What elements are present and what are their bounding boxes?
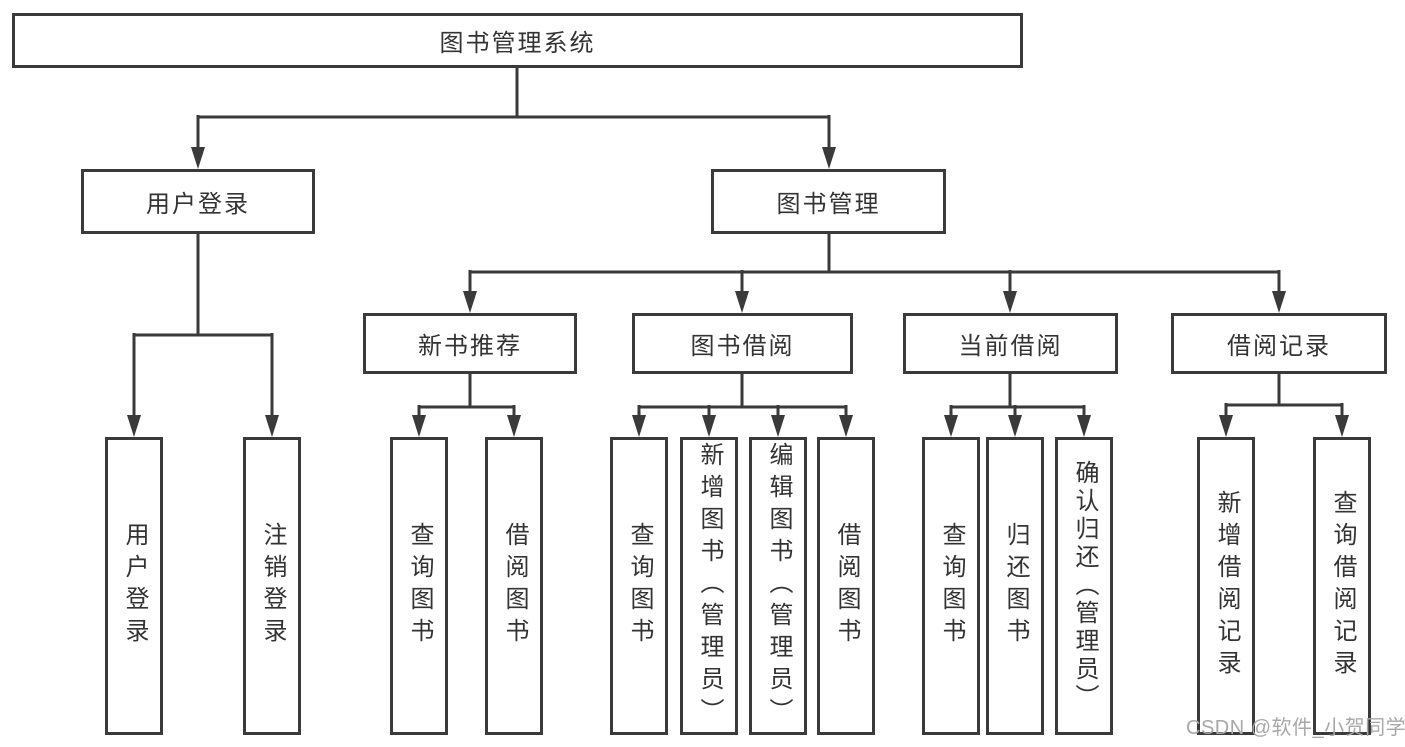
- node-label: 借阅图书: [833, 522, 860, 650]
- node-label: 新增图书（管理员）: [696, 442, 723, 730]
- arrow-icon: [839, 415, 853, 437]
- node-book-management: 图书管理: [711, 169, 946, 234]
- arrow-icon: [127, 415, 141, 437]
- leaf-query-book-borrow: 查询图书: [610, 437, 668, 735]
- leaf-borrow-book-recommend: 借阅图书: [485, 437, 543, 735]
- arrowheads: [127, 147, 1349, 437]
- watermark: CSDN @软件_小贺同学: [1186, 717, 1405, 739]
- node-label: 编辑图书（管理员）: [765, 442, 792, 730]
- node-root-system: 图书管理系统: [12, 13, 1023, 68]
- node-label: 查询图书: [938, 522, 965, 650]
- arrow-icon: [191, 147, 205, 169]
- node-label: 借阅记录: [1227, 333, 1331, 360]
- node-label: 当前借阅: [958, 333, 1063, 360]
- arrow-icon: [1335, 415, 1349, 437]
- leaf-logout: 注销登录: [243, 437, 301, 735]
- node-label: 新书推荐: [418, 333, 522, 360]
- connector-bookborrow-to-leaves: [637, 372, 848, 419]
- connector-newbookrec-to-leaves: [417, 372, 516, 419]
- leaf-edit-book-admin: 编辑图书（管理员）: [749, 437, 807, 735]
- node-current-borrow: 当前借阅: [903, 313, 1118, 374]
- arrow-icon: [944, 415, 958, 437]
- leaf-add-book-admin: 新增图书（管理员）: [680, 437, 738, 735]
- node-label: 新增借阅记录: [1213, 490, 1240, 682]
- arrow-icon: [702, 415, 716, 437]
- node-label: 图书管理: [776, 191, 881, 218]
- leaf-query-book-recommend: 查询图书: [390, 437, 448, 735]
- node-label: 查询图书: [406, 522, 433, 650]
- node-label: 图书管理系统: [439, 30, 596, 57]
- arrow-icon: [1008, 415, 1022, 437]
- connector-bookmgmt-to-level3: [468, 232, 1281, 294]
- leaf-add-borrow-record: 新增借阅记录: [1197, 437, 1255, 735]
- connector-currentborrow-to-leaves: [949, 372, 1086, 419]
- node-label: 图书借阅: [690, 333, 795, 360]
- leaf-return-book: 归还图书: [986, 437, 1044, 735]
- arrow-icon: [822, 147, 836, 169]
- leaf-user-login: 用户登录: [105, 437, 163, 735]
- leaf-borrow-book: 借阅图书: [817, 437, 875, 735]
- connector-borrowrecord-to-leaves: [1224, 372, 1344, 419]
- node-label: 用户登录: [146, 191, 250, 218]
- node-user-login: 用户登录: [81, 169, 315, 234]
- arrow-icon: [1272, 291, 1286, 313]
- arrow-icon: [265, 415, 279, 437]
- arrow-icon: [463, 291, 477, 313]
- arrow-icon: [1003, 291, 1017, 313]
- node-label: 借阅图书: [501, 522, 528, 650]
- node-label: 注销登录: [259, 522, 286, 650]
- node-label: 归还图书: [1002, 522, 1029, 650]
- arrow-icon: [735, 291, 749, 313]
- node-new-book-recommend: 新书推荐: [363, 313, 577, 374]
- connector-root-to-level2: [196, 66, 831, 150]
- node-label: 查询借阅记录: [1329, 490, 1356, 682]
- node-label: 确认归还（管理员）: [1071, 460, 1098, 712]
- arrow-icon: [632, 415, 646, 437]
- arrow-icon: [507, 415, 521, 437]
- arrow-icon: [1219, 415, 1233, 437]
- node-label: 查询图书: [626, 522, 653, 650]
- arrow-icon: [771, 415, 785, 437]
- arrow-icon: [412, 415, 426, 437]
- node-book-borrow: 图书借阅: [632, 313, 853, 374]
- node-label: 用户登录: [121, 522, 148, 650]
- leaf-query-book-current: 查询图书: [922, 437, 980, 735]
- leaf-query-borrow-record: 查询借阅记录: [1313, 437, 1371, 735]
- connector-userlogin-to-leaves: [132, 232, 274, 418]
- leaf-confirm-return-admin: 确认归还（管理员）: [1055, 437, 1113, 735]
- node-borrow-record: 借阅记录: [1171, 313, 1387, 374]
- arrow-icon: [1077, 415, 1091, 437]
